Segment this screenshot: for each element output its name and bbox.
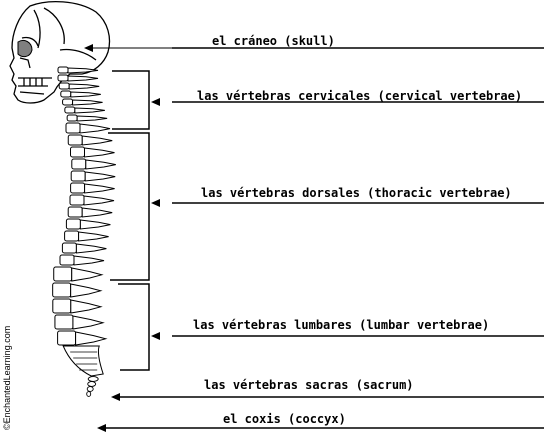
vertebra-process	[85, 148, 115, 157]
sacrum-label: las vértebras sacras (sacrum)	[204, 378, 414, 392]
vertebra-process	[71, 284, 101, 297]
vertebra-process	[76, 332, 106, 345]
vertebra-process	[73, 100, 103, 105]
vertebra-body	[68, 207, 82, 217]
sacrum-drawing	[63, 346, 103, 376]
vertebra-body	[58, 331, 76, 345]
vertebra-body	[63, 99, 73, 105]
vertebra-process	[69, 84, 99, 89]
vertebra-process	[77, 116, 107, 121]
vertebra-process	[79, 232, 109, 241]
vertebra-body	[62, 243, 76, 253]
vertebra-body	[68, 135, 82, 145]
vertebra-body	[67, 115, 77, 121]
vertebra-body	[72, 159, 86, 169]
cervical-bracket	[112, 71, 149, 129]
lumbar-bracket	[118, 284, 149, 370]
vertebra-process	[72, 268, 102, 281]
copyright-text: ©EnchantedLearning.com	[2, 326, 12, 430]
coccyx-segment	[87, 392, 91, 397]
lumbar-arrow-icon	[151, 332, 160, 340]
skull-label: el cráneo (skull)	[212, 34, 335, 48]
thoracic-bracket	[108, 133, 149, 280]
vertebra-body	[71, 183, 85, 193]
vertebra-body	[66, 219, 80, 229]
vertebra-process	[85, 172, 115, 181]
coccyx-label: el coxis (coccyx)	[223, 412, 346, 426]
vertebra-process	[74, 256, 104, 265]
thoracic-arrow-icon	[151, 199, 160, 207]
vertebra-process	[80, 220, 110, 229]
coccyx-segment	[87, 387, 93, 392]
vertebra-body	[53, 299, 71, 313]
vertebra-process	[76, 244, 106, 253]
cervical-arrow-icon	[151, 98, 160, 106]
thoracic-label: las vértebras dorsales (thoracic vertebr…	[201, 186, 512, 200]
vertebra-process	[71, 300, 101, 313]
lumbar-label: las vértebras lumbares (lumbar vertebrae…	[193, 318, 489, 332]
vertebra-body	[71, 147, 85, 157]
vertebra-body	[53, 283, 71, 297]
vertebra-process	[75, 108, 105, 113]
vertebra-body	[54, 267, 72, 281]
vertebra-process	[86, 160, 116, 169]
cervical-label: las vértebras cervicales (cervical verte…	[197, 89, 522, 103]
vertebra-body	[65, 107, 75, 113]
vertebra-body	[58, 67, 68, 73]
vertebra-body	[60, 255, 74, 265]
vertebra-body	[59, 83, 69, 89]
vertebra-process	[71, 92, 101, 97]
vertebra-body	[65, 231, 79, 241]
vertebra-body	[70, 195, 84, 205]
coccyx-segment	[88, 382, 96, 387]
vertebra-process	[80, 124, 110, 133]
vertebra-body	[66, 123, 80, 133]
coccyx-segment	[88, 377, 98, 382]
vertebra-body	[61, 91, 71, 97]
vertebra-process	[73, 316, 103, 329]
vertebra-body	[71, 171, 85, 181]
vertebra-process	[84, 196, 114, 205]
vertebra-body	[55, 315, 73, 329]
vertebra-process	[85, 184, 115, 193]
coccyx-arrow-icon	[97, 424, 106, 432]
vertebrae-group	[53, 67, 116, 396]
vertebra-process	[68, 76, 98, 81]
vertebra-process	[82, 136, 112, 145]
vertebra-process	[82, 208, 112, 217]
vertebra-body	[58, 75, 68, 81]
sacrum-arrow-icon	[111, 393, 120, 401]
